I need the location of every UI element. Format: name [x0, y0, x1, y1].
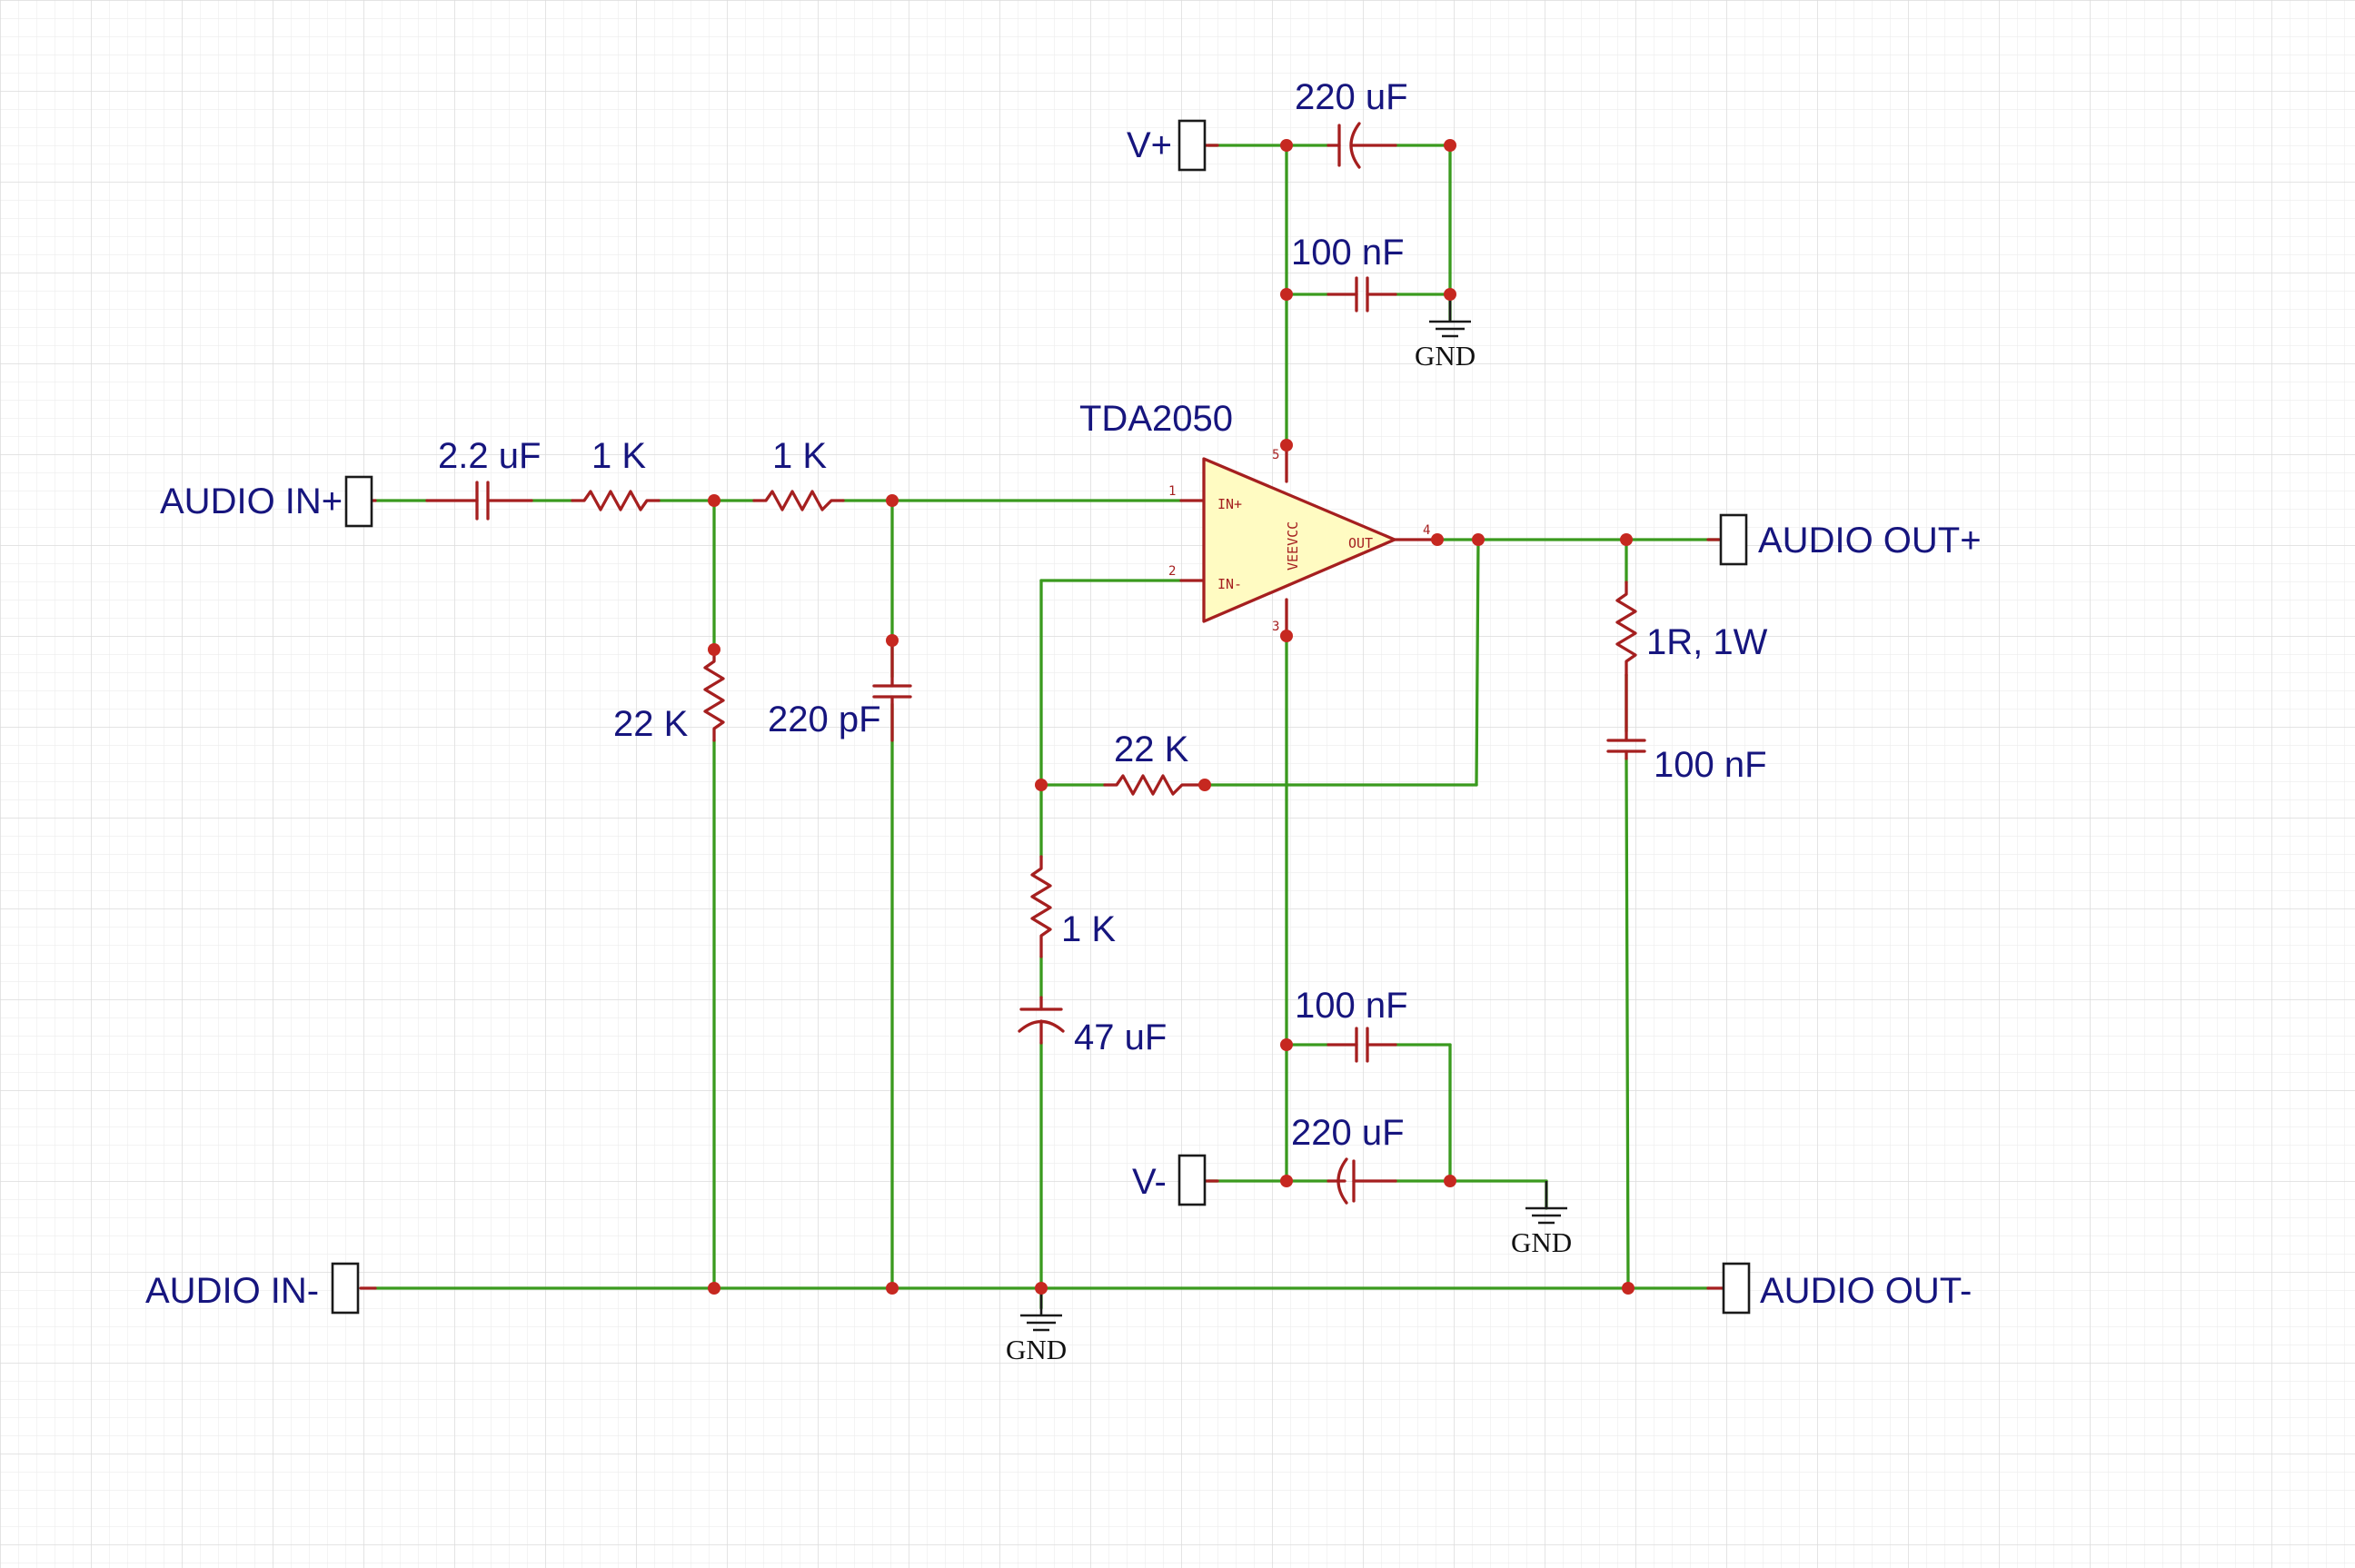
label-c-vminus-bypass: 100 nF	[1295, 986, 1408, 1026]
ground-label-vminus: GND	[1511, 1226, 1572, 1258]
ground-symbol-top: GND	[1415, 294, 1476, 372]
label-c-filter: 220 pF	[768, 700, 881, 739]
ground-label-top: GND	[1415, 340, 1476, 372]
resistor-gain[interactable]	[1030, 855, 1052, 958]
ground-symbol-vminus: GND	[1511, 1181, 1572, 1258]
ic-pin-in-minus-label: IN-	[1217, 576, 1242, 592]
label-v-minus: V-	[1132, 1162, 1167, 1202]
ic-pin-supply-label: VEEVCC	[1285, 521, 1301, 571]
label-r-zobel: 1R, 1W	[1646, 622, 1768, 662]
capacitor-zobel[interactable]	[1606, 673, 1646, 760]
label-audio-out-minus: AUDIO OUT-	[1760, 1271, 1972, 1311]
label-audio-in-plus: AUDIO IN+	[160, 481, 343, 521]
label-c-vminus-bulk: 220 uF	[1291, 1113, 1405, 1153]
label-c-gain: 47 uF	[1074, 1017, 1167, 1057]
label-r-bias: 22 K	[613, 704, 689, 744]
label-audio-in-minus: AUDIO IN-	[145, 1271, 319, 1311]
label-r-gain: 1 K	[1061, 909, 1116, 949]
ground-symbol-bottom: GND	[1006, 1288, 1067, 1365]
label-ic-name: TDA2050	[1079, 399, 1233, 439]
resistor-bias[interactable]	[703, 648, 725, 742]
resistor-zobel[interactable]	[1615, 581, 1637, 677]
connector-audio-in-plus[interactable]	[344, 475, 377, 528]
label-r-input-1: 1 K	[591, 436, 646, 476]
capacitor-vminus-bypass[interactable]	[1327, 1027, 1397, 1063]
connector-v-plus[interactable]	[1178, 119, 1219, 172]
capacitor-filter[interactable]	[872, 639, 912, 742]
capacitor-vplus-bulk[interactable]	[1327, 122, 1397, 169]
ic-pin-in-plus-label: IN+	[1217, 496, 1242, 512]
label-v-plus: V+	[1127, 125, 1172, 165]
ic-pin-out-label: OUT	[1348, 535, 1373, 551]
connector-audio-in-minus[interactable]	[331, 1262, 377, 1315]
capacitor-gain[interactable]	[1018, 996, 1065, 1045]
capacitor-vminus-bulk[interactable]	[1327, 1157, 1397, 1205]
resistor-input-1[interactable]	[571, 490, 661, 511]
label-audio-out-plus: AUDIO OUT+	[1758, 521, 1982, 561]
ic-pin-3-number: 3	[1272, 620, 1279, 634]
label-r-feedback: 22 K	[1114, 729, 1189, 769]
resistor-input-2[interactable]	[752, 490, 845, 511]
label-c-vplus-bypass: 100 nF	[1291, 233, 1405, 273]
junction-dots	[708, 139, 1635, 1295]
ground-label-bottom: GND	[1006, 1334, 1067, 1365]
ic-pin-1-number: 1	[1168, 484, 1176, 499]
capacitor-input[interactable]	[425, 481, 533, 521]
ic-pin-2-number: 2	[1168, 564, 1176, 579]
ic-pin-4-number: 4	[1423, 523, 1430, 538]
connector-v-minus[interactable]	[1178, 1154, 1219, 1206]
label-c-vplus-bulk: 220 uF	[1295, 77, 1408, 117]
resistor-feedback[interactable]	[1103, 774, 1207, 796]
connector-audio-out-minus[interactable]	[1706, 1262, 1751, 1315]
label-r-input-2: 1 K	[772, 436, 827, 476]
label-c-input: 2.2 uF	[438, 436, 541, 476]
label-c-zobel: 100 nF	[1654, 745, 1767, 785]
capacitor-vplus-bypass[interactable]	[1327, 276, 1397, 313]
ic-pin-5-number: 5	[1272, 448, 1279, 462]
labels: AUDIO IN+ AUDIO IN- AUDIO OUT+ AUDIO OUT…	[145, 77, 1982, 1311]
connector-audio-out-plus[interactable]	[1706, 513, 1748, 566]
